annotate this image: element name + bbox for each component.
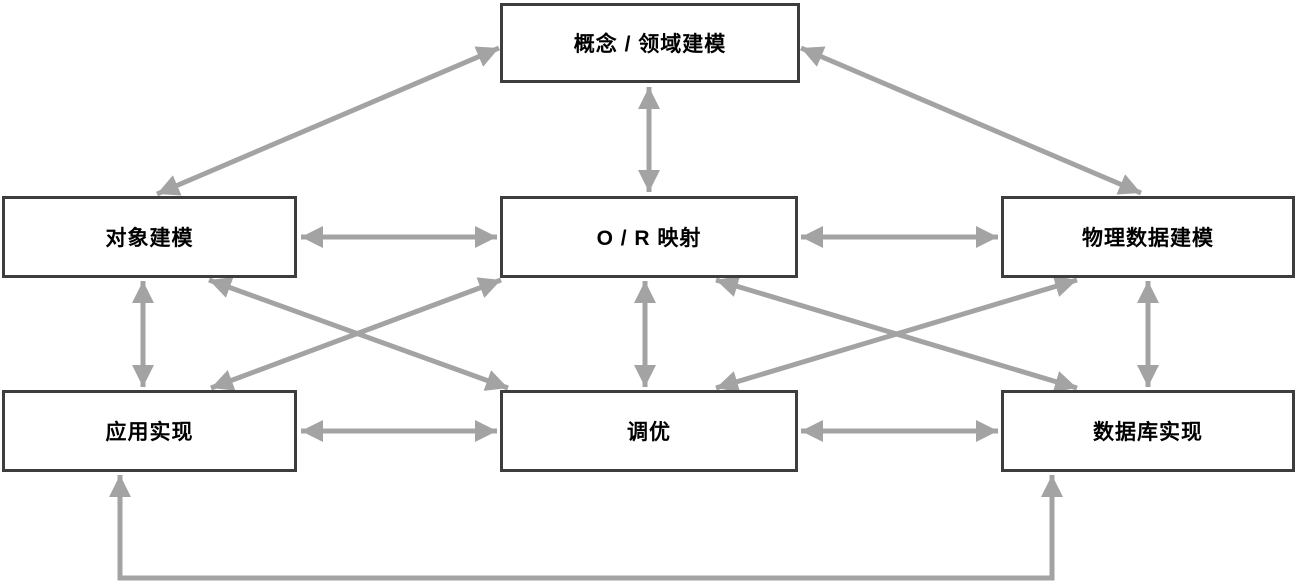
node-label: 物理数据建模	[1082, 227, 1214, 250]
edge-physical-tuning	[715, 275, 1078, 393]
edge-or-db	[715, 275, 1078, 393]
edge-app-db-loop	[108, 475, 1064, 581]
edge-object-tuning	[208, 277, 509, 391]
edge-object-concept	[156, 45, 500, 197]
node-label: 数据库实现	[1093, 421, 1203, 444]
node-tuning: 调优	[500, 390, 798, 472]
node-label: 概念 / 领域建模	[573, 33, 727, 56]
node-physical-data-modeling: 物理数据建模	[1001, 196, 1295, 278]
node-label: O / R 映射	[596, 227, 702, 250]
edge-or-app	[210, 277, 502, 391]
edge-concept-physical	[800, 45, 1142, 196]
node-label: 调优	[627, 421, 671, 444]
node-label: 应用实现	[105, 421, 194, 444]
node-or-mapping: O / R 映射	[500, 196, 798, 278]
node-concept-domain-modeling: 概念 / 领域建模	[500, 3, 800, 83]
node-database-implementation: 数据库实现	[1001, 390, 1295, 472]
node-object-modeling: 对象建模	[2, 196, 297, 278]
node-label: 对象建模	[105, 227, 194, 250]
node-application-implementation: 应用实现	[2, 390, 297, 472]
